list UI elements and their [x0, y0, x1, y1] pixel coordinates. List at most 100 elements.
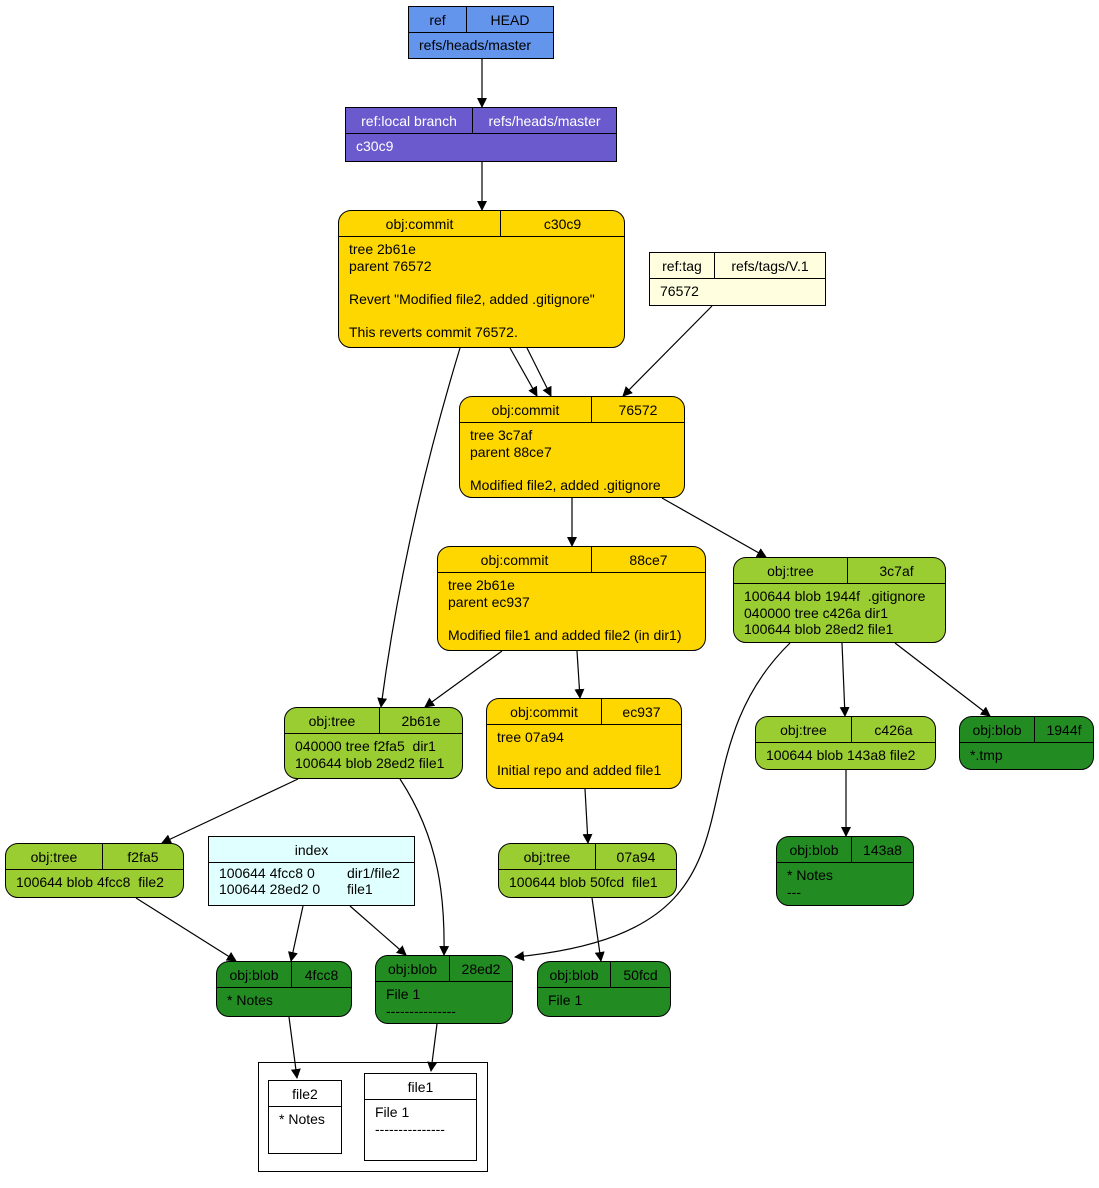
index-node: index 100644 4fcc8 0 dir1/file2 100644 2…	[208, 836, 415, 906]
edge-88ce7-to-2b61e	[424, 650, 503, 708]
index-entry-path: dir1/file2	[347, 865, 400, 881]
blob-4fcc8-node: obj:blob 4fcc8 * Notes	[216, 961, 352, 1017]
file1-content: File 1 ---------------	[375, 1104, 445, 1137]
edge-tag-to-76572	[622, 305, 713, 397]
file1-name: file1	[407, 1078, 434, 1095]
commit-ec937-header: obj:commit ec937	[487, 699, 681, 725]
blob-1944f-body: *.tmp	[970, 747, 1003, 763]
local-branch-target: c30c9	[356, 138, 394, 154]
tree-2b61e-kind: obj:tree	[285, 708, 380, 733]
index-entries: 100644 4fcc8 0 dir1/file2 100644 28ed2 0…	[209, 863, 414, 897]
tree-f2fa5-body: 100644 blob 4fcc8 file2	[16, 874, 164, 890]
commit-88ce7-kind: obj:commit	[438, 547, 592, 572]
tree-2b61e-header: obj:tree 2b61e	[285, 708, 462, 734]
file2-node: file2 * Notes	[268, 1080, 342, 1154]
local-branch-header: ref:local branch refs/heads/master	[346, 108, 616, 134]
tag-ref-node: ref:tag refs/tags/V.1 76572	[649, 252, 826, 306]
commit-c30c9-header: obj:commit c30c9	[339, 211, 624, 237]
index-entry-stage: 100644 4fcc8 0	[219, 865, 315, 881]
commit-76572-kind: obj:commit	[460, 397, 592, 422]
blob-50fcd-id: 50fcd	[623, 966, 658, 983]
commit-76572-header: obj:commit 76572	[460, 397, 684, 423]
blob-50fcd-node: obj:blob 50fcd File 1	[537, 961, 671, 1017]
tree-c426a-header: obj:tree c426a	[756, 717, 935, 743]
file2-header: file2	[269, 1081, 341, 1107]
edge-c30c9-to-76572-b	[526, 347, 552, 397]
commit-88ce7-body: tree 2b61e parent ec937 Modified file1 a…	[448, 577, 682, 643]
tree-f2fa5-header: obj:tree f2fa5	[6, 844, 183, 870]
blob-4fcc8-header: obj:blob 4fcc8	[217, 962, 351, 988]
edge-3c7af-to-1944f	[894, 642, 991, 717]
tree-f2fa5-kind: obj:tree	[6, 844, 103, 869]
commit-76572-body: tree 3c7af parent 88ce7 Modified file2, …	[470, 427, 661, 493]
tag-ref-name: refs/tags/V.1	[731, 257, 809, 274]
tree-c426a-id: c426a	[874, 721, 913, 738]
index-entry-path: file1	[347, 881, 373, 897]
tree-07a94-header: obj:tree 07a94	[499, 844, 676, 870]
tree-3c7af-body: 100644 blob 1944f .gitignore 040000 tree…	[744, 588, 926, 637]
tree-2b61e-node: obj:tree 2b61e 040000 tree f2fa5 dir1 10…	[284, 707, 463, 779]
blob-1944f-header: obj:blob 1944f	[960, 717, 1093, 743]
blob-4fcc8-kind: obj:blob	[217, 962, 292, 987]
tree-07a94-kind: obj:tree	[499, 844, 596, 869]
commit-88ce7-header: obj:commit 88ce7	[438, 547, 705, 573]
blob-28ed2-header: obj:blob 28ed2	[376, 956, 512, 982]
local-branch-node: ref:local branch refs/heads/master c30c9	[345, 107, 617, 162]
blob-4fcc8-body: * Notes	[227, 992, 273, 1008]
head-ref-target: refs/heads/master	[419, 37, 532, 53]
blob-143a8-id: 143a8	[863, 841, 902, 858]
edge-c30c9-to-2b61e	[377, 347, 461, 708]
commit-ec937-kind: obj:commit	[487, 699, 602, 724]
commit-c30c9-id: c30c9	[543, 215, 582, 232]
tree-3c7af-header: obj:tree 3c7af	[734, 558, 945, 584]
tree-3c7af-kind: obj:tree	[734, 558, 848, 583]
file1-node: file1 File 1 ---------------	[364, 1073, 477, 1161]
tree-07a94-body: 100644 blob 50fcd file1	[509, 874, 658, 890]
head-ref-kind: ref	[409, 7, 467, 32]
edge-07a94-to-50fcd	[591, 897, 605, 962]
index-entry-stage: 100644 28ed2 0	[219, 881, 321, 897]
tree-c426a-body: 100644 blob 143a8 file2	[766, 747, 916, 763]
blob-1944f-kind: obj:blob	[960, 717, 1035, 742]
edge-3c7af-to-c426a	[839, 642, 850, 717]
tag-ref-target: 76572	[660, 283, 699, 299]
commit-76572-id: 76572	[618, 401, 658, 418]
blob-1944f-id: 1944f	[1046, 721, 1082, 738]
blob-50fcd-kind: obj:blob	[538, 962, 611, 987]
file1-header: file1	[365, 1074, 476, 1100]
tree-c426a-kind: obj:tree	[756, 717, 852, 742]
commit-76572-node: obj:commit 76572 tree 3c7af parent 88ce7…	[459, 396, 685, 498]
edge-88ce7-to-ec937	[574, 650, 585, 699]
edge-f2fa5-to-4fcc8	[135, 897, 237, 962]
blob-4fcc8-id: 4fcc8	[304, 966, 339, 983]
local-branch-name: refs/heads/master	[488, 112, 601, 129]
tree-f2fa5-node: obj:tree f2fa5 100644 blob 4fcc8 file2	[5, 843, 184, 898]
tag-ref-header: ref:tag refs/tags/V.1	[650, 253, 825, 279]
edge-3c7af-to-28ed2	[514, 642, 791, 962]
file2-name: file2	[292, 1085, 318, 1102]
blob-143a8-node: obj:blob 143a8 * Notes ---	[776, 836, 914, 906]
blob-28ed2-body: File 1 ---------------	[386, 986, 456, 1019]
blob-28ed2-kind: obj:blob	[376, 956, 450, 981]
edge-index-to-28ed2	[349, 905, 407, 956]
tree-c426a-node: obj:tree c426a 100644 blob 143a8 file2	[755, 716, 936, 770]
commit-c30c9-body: tree 2b61e parent 76572 Revert "Modified…	[349, 241, 595, 340]
edge-index-to-4fcc8	[288, 905, 304, 962]
commit-88ce7-node: obj:commit 88ce7 tree 2b61e parent ec937…	[437, 546, 706, 651]
blob-143a8-header: obj:blob 143a8	[777, 837, 913, 863]
file2-content: * Notes	[279, 1111, 325, 1127]
working-directory-cluster	[258, 1062, 488, 1172]
blob-50fcd-header: obj:blob 50fcd	[538, 962, 670, 988]
blob-1944f-node: obj:blob 1944f *.tmp	[959, 716, 1094, 770]
blob-50fcd-body: File 1	[548, 992, 583, 1008]
head-ref-name: HEAD	[490, 11, 530, 28]
tree-f2fa5-id: f2fa5	[127, 848, 159, 865]
commit-ec937-body: tree 07a94 Initial repo and added file1	[497, 729, 662, 778]
tree-07a94-node: obj:tree 07a94 100644 blob 50fcd file1	[498, 843, 677, 898]
head-ref-node: ref HEAD refs/heads/master	[408, 6, 554, 59]
edge-c30c9-to-76572-a	[509, 347, 538, 397]
tree-3c7af-node: obj:tree 3c7af 100644 blob 1944f .gitign…	[733, 557, 946, 643]
local-branch-kind: ref:local branch	[346, 108, 473, 133]
blob-143a8-body: * Notes ---	[787, 867, 833, 900]
head-ref-header: ref HEAD	[409, 7, 553, 33]
